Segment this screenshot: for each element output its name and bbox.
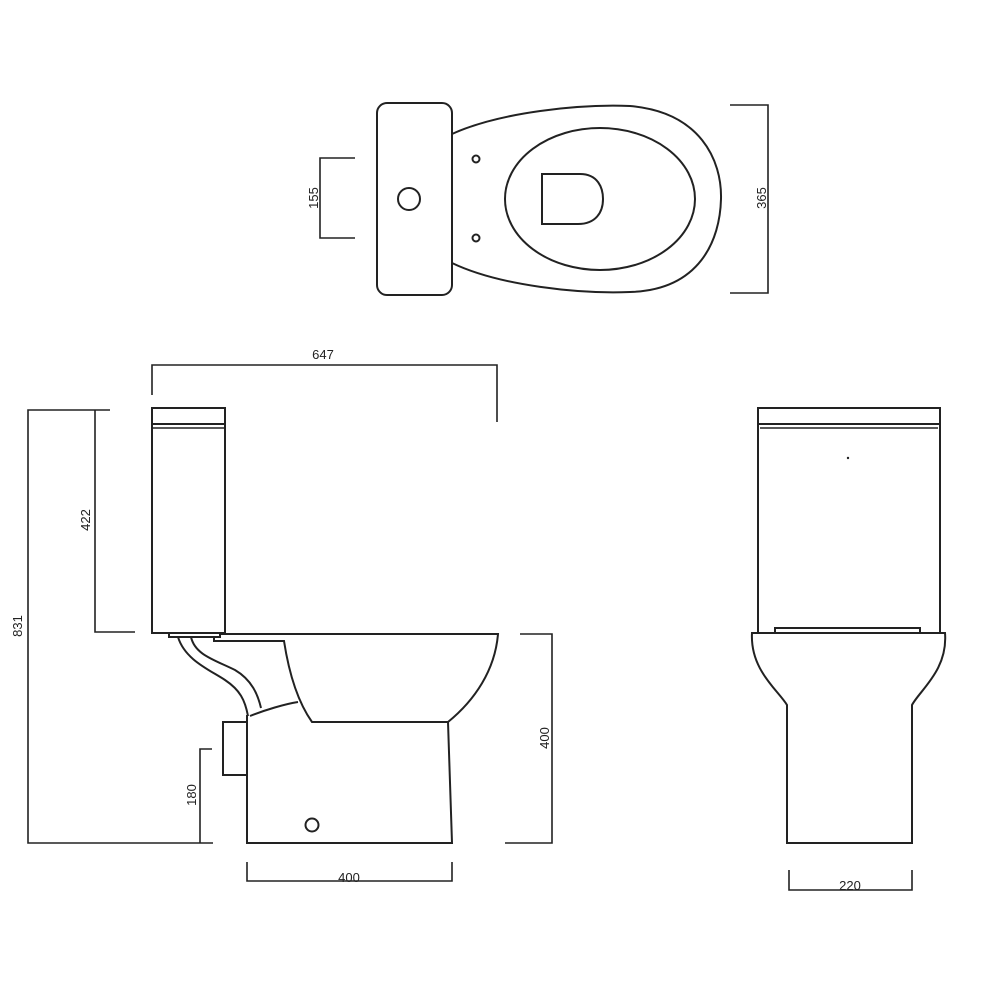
fixing-hole: [304, 817, 320, 833]
dim-label-365: 365: [754, 187, 769, 209]
dim-180: 180: [184, 748, 212, 843]
dim-831: 831: [10, 409, 213, 844]
dim-label-400-depth: 400: [338, 870, 360, 885]
dim-400-height: 400: [505, 633, 553, 844]
hinge-hole: [471, 233, 481, 243]
dim-400-depth: 400: [246, 862, 453, 885]
dim-label-647: 647: [312, 347, 334, 362]
front-view: [750, 407, 947, 844]
dim-155: 155: [306, 157, 355, 239]
cistern-side: [151, 407, 226, 634]
pan-front: [750, 632, 947, 844]
side-view: [151, 407, 500, 844]
dim-422: 422: [78, 410, 135, 633]
dim-label-400-height: 400: [537, 727, 552, 749]
hinge-hole: [471, 154, 481, 164]
cistern-top: [376, 102, 453, 296]
seat-opening: [504, 127, 696, 271]
dim-label-180: 180: [184, 784, 199, 806]
dim-label-155: 155: [306, 187, 321, 209]
outlet-spigot: [222, 721, 248, 776]
top-view: [376, 102, 723, 296]
dim-label-220: 220: [839, 878, 861, 893]
bowl-outline: [451, 104, 723, 294]
dim-label-831: 831: [10, 615, 25, 637]
dim-220: 220: [788, 870, 913, 893]
dim-365: 365: [730, 104, 769, 294]
bowl-outlet: [541, 173, 605, 225]
dim-label-422: 422: [78, 509, 93, 531]
cistern-front: [757, 407, 941, 634]
flush-button: [397, 187, 421, 211]
dim-647: 647: [151, 347, 498, 422]
pedestal-side: [246, 715, 454, 844]
